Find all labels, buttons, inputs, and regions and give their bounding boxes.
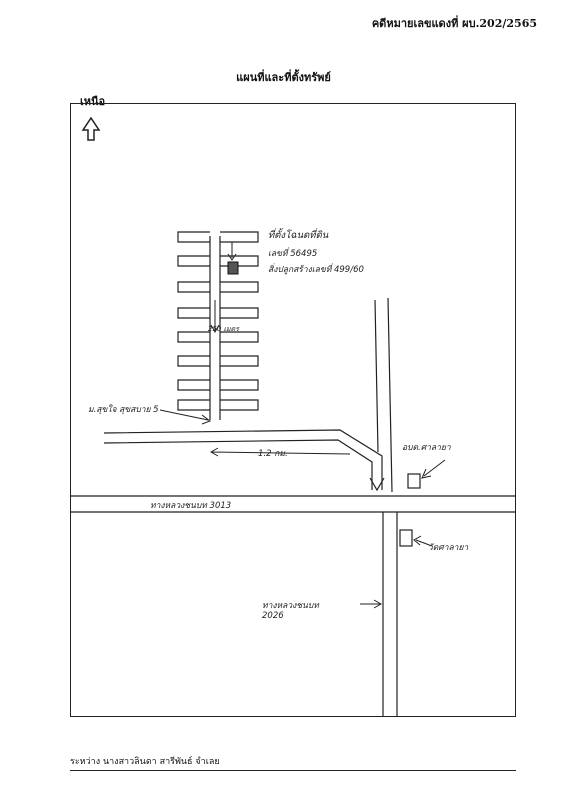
temple-building bbox=[399, 529, 413, 547]
connecting-road bbox=[103, 429, 385, 492]
map-frame bbox=[70, 103, 516, 717]
property-plot bbox=[227, 242, 239, 275]
case-number: คดีหมายเลขแดงที่ ผบ.202/2565 bbox=[371, 17, 537, 30]
temple-arrow-icon bbox=[413, 535, 433, 547]
highway-2026 bbox=[382, 512, 398, 717]
highway-3013-label: ทางหลวงชนบท 3013 bbox=[150, 501, 232, 511]
lane-arrow-icon bbox=[210, 300, 220, 334]
footer-line bbox=[70, 770, 516, 771]
district-office-building bbox=[407, 473, 421, 489]
highway-3013 bbox=[70, 495, 516, 513]
district-office-label: อบต.ศาลายา bbox=[402, 443, 451, 453]
north-arrow-icon bbox=[81, 116, 101, 141]
distance-250m-label: 250 เมตร bbox=[208, 325, 239, 333]
map-title: แผนที่และที่ตั้งทรัพย์ bbox=[236, 71, 331, 84]
soi-lanes bbox=[177, 231, 259, 420]
district-office-arrow-icon bbox=[421, 459, 446, 479]
deed-number-label: เลขที่ 56495 bbox=[268, 249, 318, 259]
highway-2026-label-line1: ทางหลวงชนบท bbox=[262, 601, 319, 611]
building-info-label: สิ่งปลูกสร้างเลขที่ 499/60 bbox=[268, 265, 364, 275]
north-road bbox=[374, 297, 393, 493]
property-location-label: ที่ตั้งโฉนดที่ดิน bbox=[268, 230, 329, 241]
distance-arrow-icon bbox=[209, 447, 351, 457]
village-name-label: ม.สุขใจ สุขสบาย 5 bbox=[88, 405, 159, 415]
highway-2026-arrow-icon bbox=[360, 599, 383, 609]
highway-2026-label-line2: 2026 bbox=[262, 611, 284, 621]
temple-label: วัดศาลายา bbox=[428, 543, 469, 553]
north-label: เหนือ bbox=[80, 95, 106, 108]
footer-text: ระหว่าง นางสาวลินดา สารีพันธ์ จำเลย bbox=[70, 757, 220, 767]
distance-1-2km-label: 1.2 กม. bbox=[258, 449, 288, 459]
entrance-arrow-icon bbox=[159, 409, 212, 425]
